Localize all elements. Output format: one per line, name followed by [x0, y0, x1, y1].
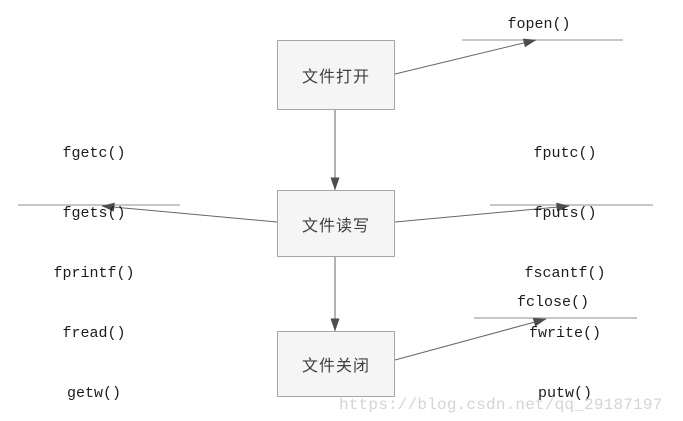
read-function-item: fprintf(): [53, 265, 135, 282]
node-file-readwrite: 文件读写: [277, 190, 395, 257]
node-file-open-label: 文件打开: [301, 69, 370, 86]
write-function-item: fputc(): [533, 145, 597, 162]
arrow-readwrite-to-write: [394, 202, 570, 223]
read-function-item: fgets(): [62, 205, 126, 222]
read-function-item: fgetc(): [62, 145, 126, 162]
write-function-item: putw(): [537, 385, 592, 402]
node-file-open: 文件打开: [277, 40, 395, 110]
watermark-url: https://blog.csdn.net/qq_29187197: [339, 396, 663, 414]
node-file-close-label: 文件关闭: [301, 358, 370, 375]
write-function-item: fputs(): [533, 205, 597, 222]
fopen-label: fopen(): [507, 16, 571, 33]
write-function-list: fputc() fputs() fscantf() fwrite() putw(…: [485, 104, 645, 421]
arrow-close-to-fclose: [394, 317, 547, 361]
read-function-list: fgetc() fgets() fprintf() fread() getw(): [14, 104, 174, 421]
write-function-item: fwrite(): [528, 325, 601, 342]
read-function-item: fread(): [62, 325, 126, 342]
arrow-readwrite-to-read: [101, 202, 278, 223]
node-file-readwrite-label: 文件读写: [301, 217, 370, 235]
write-function-item: fscantf(): [524, 265, 606, 282]
arrow-open-to-fopen: [394, 38, 537, 75]
node-file-close: 文件关闭: [277, 331, 395, 397]
read-function-item: getw(): [66, 385, 121, 402]
fclose-label: fclose(): [516, 294, 589, 311]
